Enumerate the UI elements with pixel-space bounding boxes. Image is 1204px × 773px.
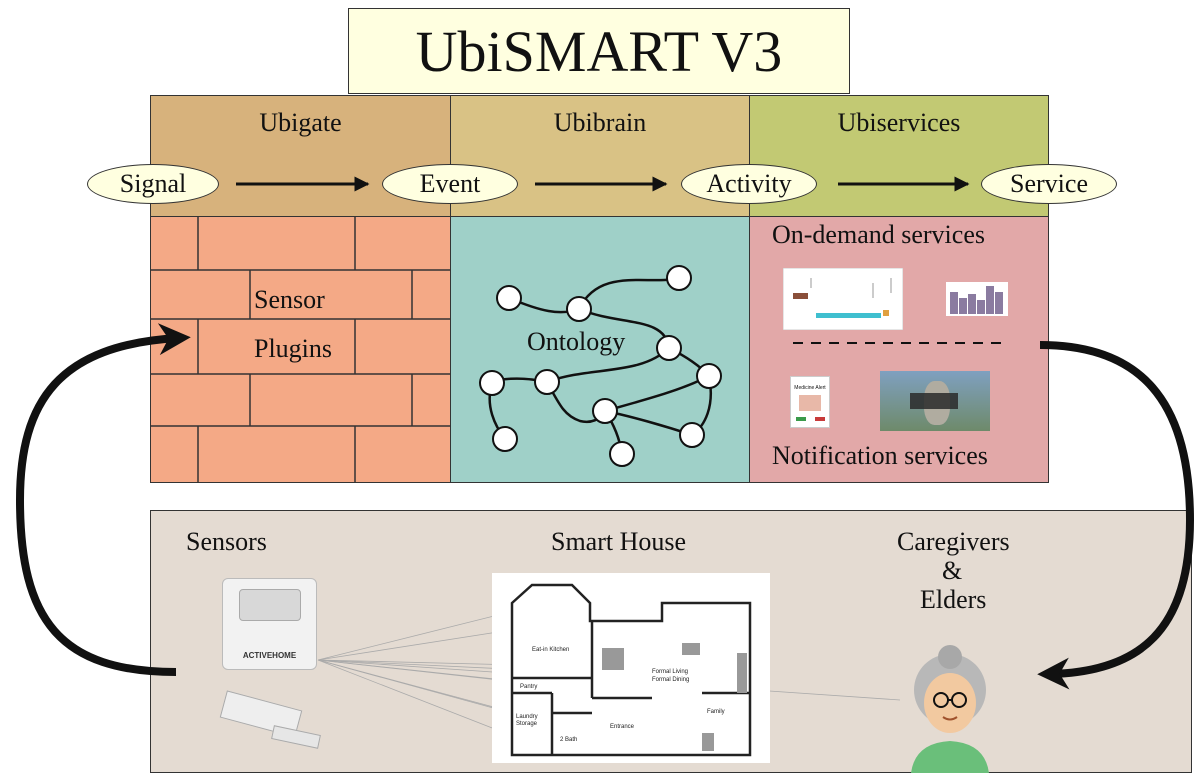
room-formal-living: Formal Living [652, 669, 688, 675]
room-laundry: Laundry [516, 714, 538, 720]
ontology-graph [479, 265, 722, 467]
ampersand-label: & [942, 556, 963, 585]
room-kitchen: Eat-in Kitchen [532, 647, 569, 653]
brick-wall [150, 216, 451, 483]
ubiservices-label: Ubiservices [837, 108, 961, 137]
ontology-label: Ontology [527, 327, 626, 356]
phone-alert-title: Medicine Alert [794, 385, 826, 391]
motion-sensor-lens [238, 589, 301, 621]
pipeline-service: Service [981, 164, 1117, 204]
smart-house-label: Smart House [551, 527, 687, 556]
phone-notification-thumbnail: Medicine Alert [790, 376, 830, 428]
room-storage: Storage [516, 721, 538, 727]
pipeline-activity: Activity [681, 164, 817, 204]
device-brand-label: ACTIVEHOME [242, 651, 297, 660]
room-family: Family [707, 709, 725, 715]
phone-photo [799, 395, 821, 411]
room-formal-dining: Formal Dining [652, 677, 689, 683]
elder-avatar [911, 645, 989, 773]
floor-plan: Eat-in Kitchen Formal Living Formal Dini… [492, 573, 770, 763]
ubibrain-label: Ubibrain [553, 108, 647, 137]
diagram-title: UbiSMART V3 [348, 8, 850, 94]
video-notification-thumbnail [880, 371, 990, 431]
sensor-plugins-panel [150, 216, 451, 483]
plugins-label: Plugins [254, 334, 333, 363]
ubigate-label: Ubigate [259, 108, 342, 137]
sensors-label: Sensors [186, 527, 267, 556]
room-pantry: Pantry [520, 684, 537, 690]
timeline-chart-thumbnail [783, 268, 903, 330]
pipeline-event: Event [382, 164, 518, 204]
on-demand-services-label: On-demand services [772, 220, 985, 249]
caregivers-label: Caregivers [897, 527, 1010, 556]
room-entrance: Entrance [610, 724, 635, 730]
phone-accept-button [795, 417, 806, 421]
notification-overlay [910, 393, 958, 409]
phone-decline-button [814, 417, 825, 421]
room-bath: 2 Bath [560, 737, 577, 743]
pipeline-signal: Signal [87, 164, 219, 204]
elders-label: Elders [920, 585, 987, 614]
histogram-thumbnail [946, 282, 1008, 316]
notification-services-label: Notification services [772, 441, 988, 470]
services-panel [749, 216, 1049, 483]
motion-sensor-device: ACTIVEHOME [222, 578, 317, 670]
sensor-label: Sensor [254, 285, 325, 314]
